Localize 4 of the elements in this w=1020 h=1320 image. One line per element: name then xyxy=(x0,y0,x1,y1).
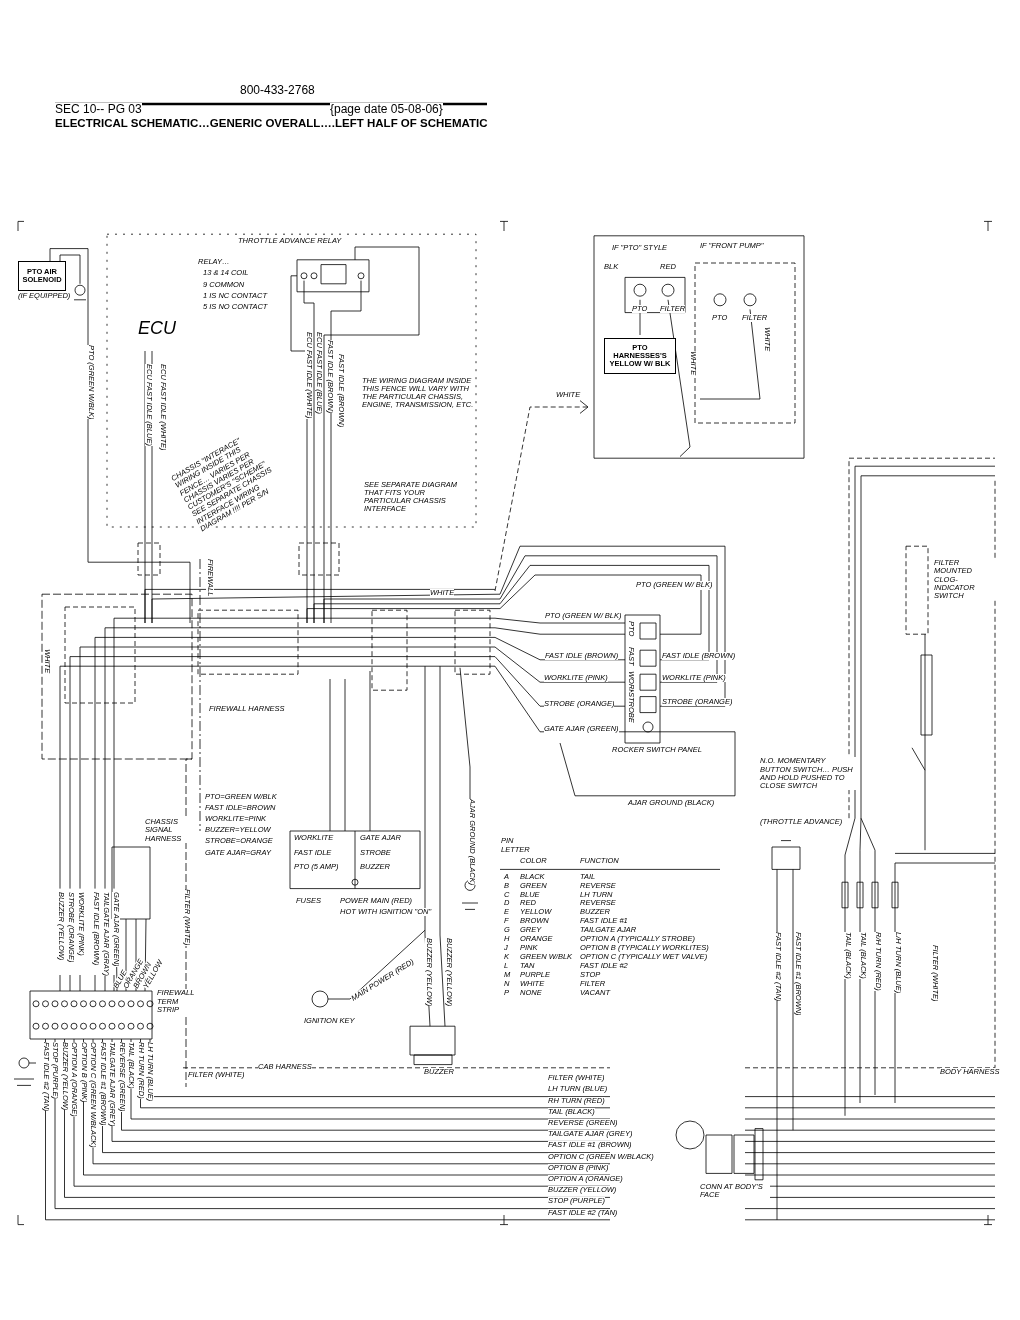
schematic-title: ELECTRICAL SCHEMATIC…GENERIC OVERALL….LEFT HALF OF SCHEMATIC xyxy=(55,117,488,130)
component-box xyxy=(604,338,676,375)
header-text: {page date 05-08-06} xyxy=(330,103,443,117)
component-box xyxy=(18,261,66,292)
